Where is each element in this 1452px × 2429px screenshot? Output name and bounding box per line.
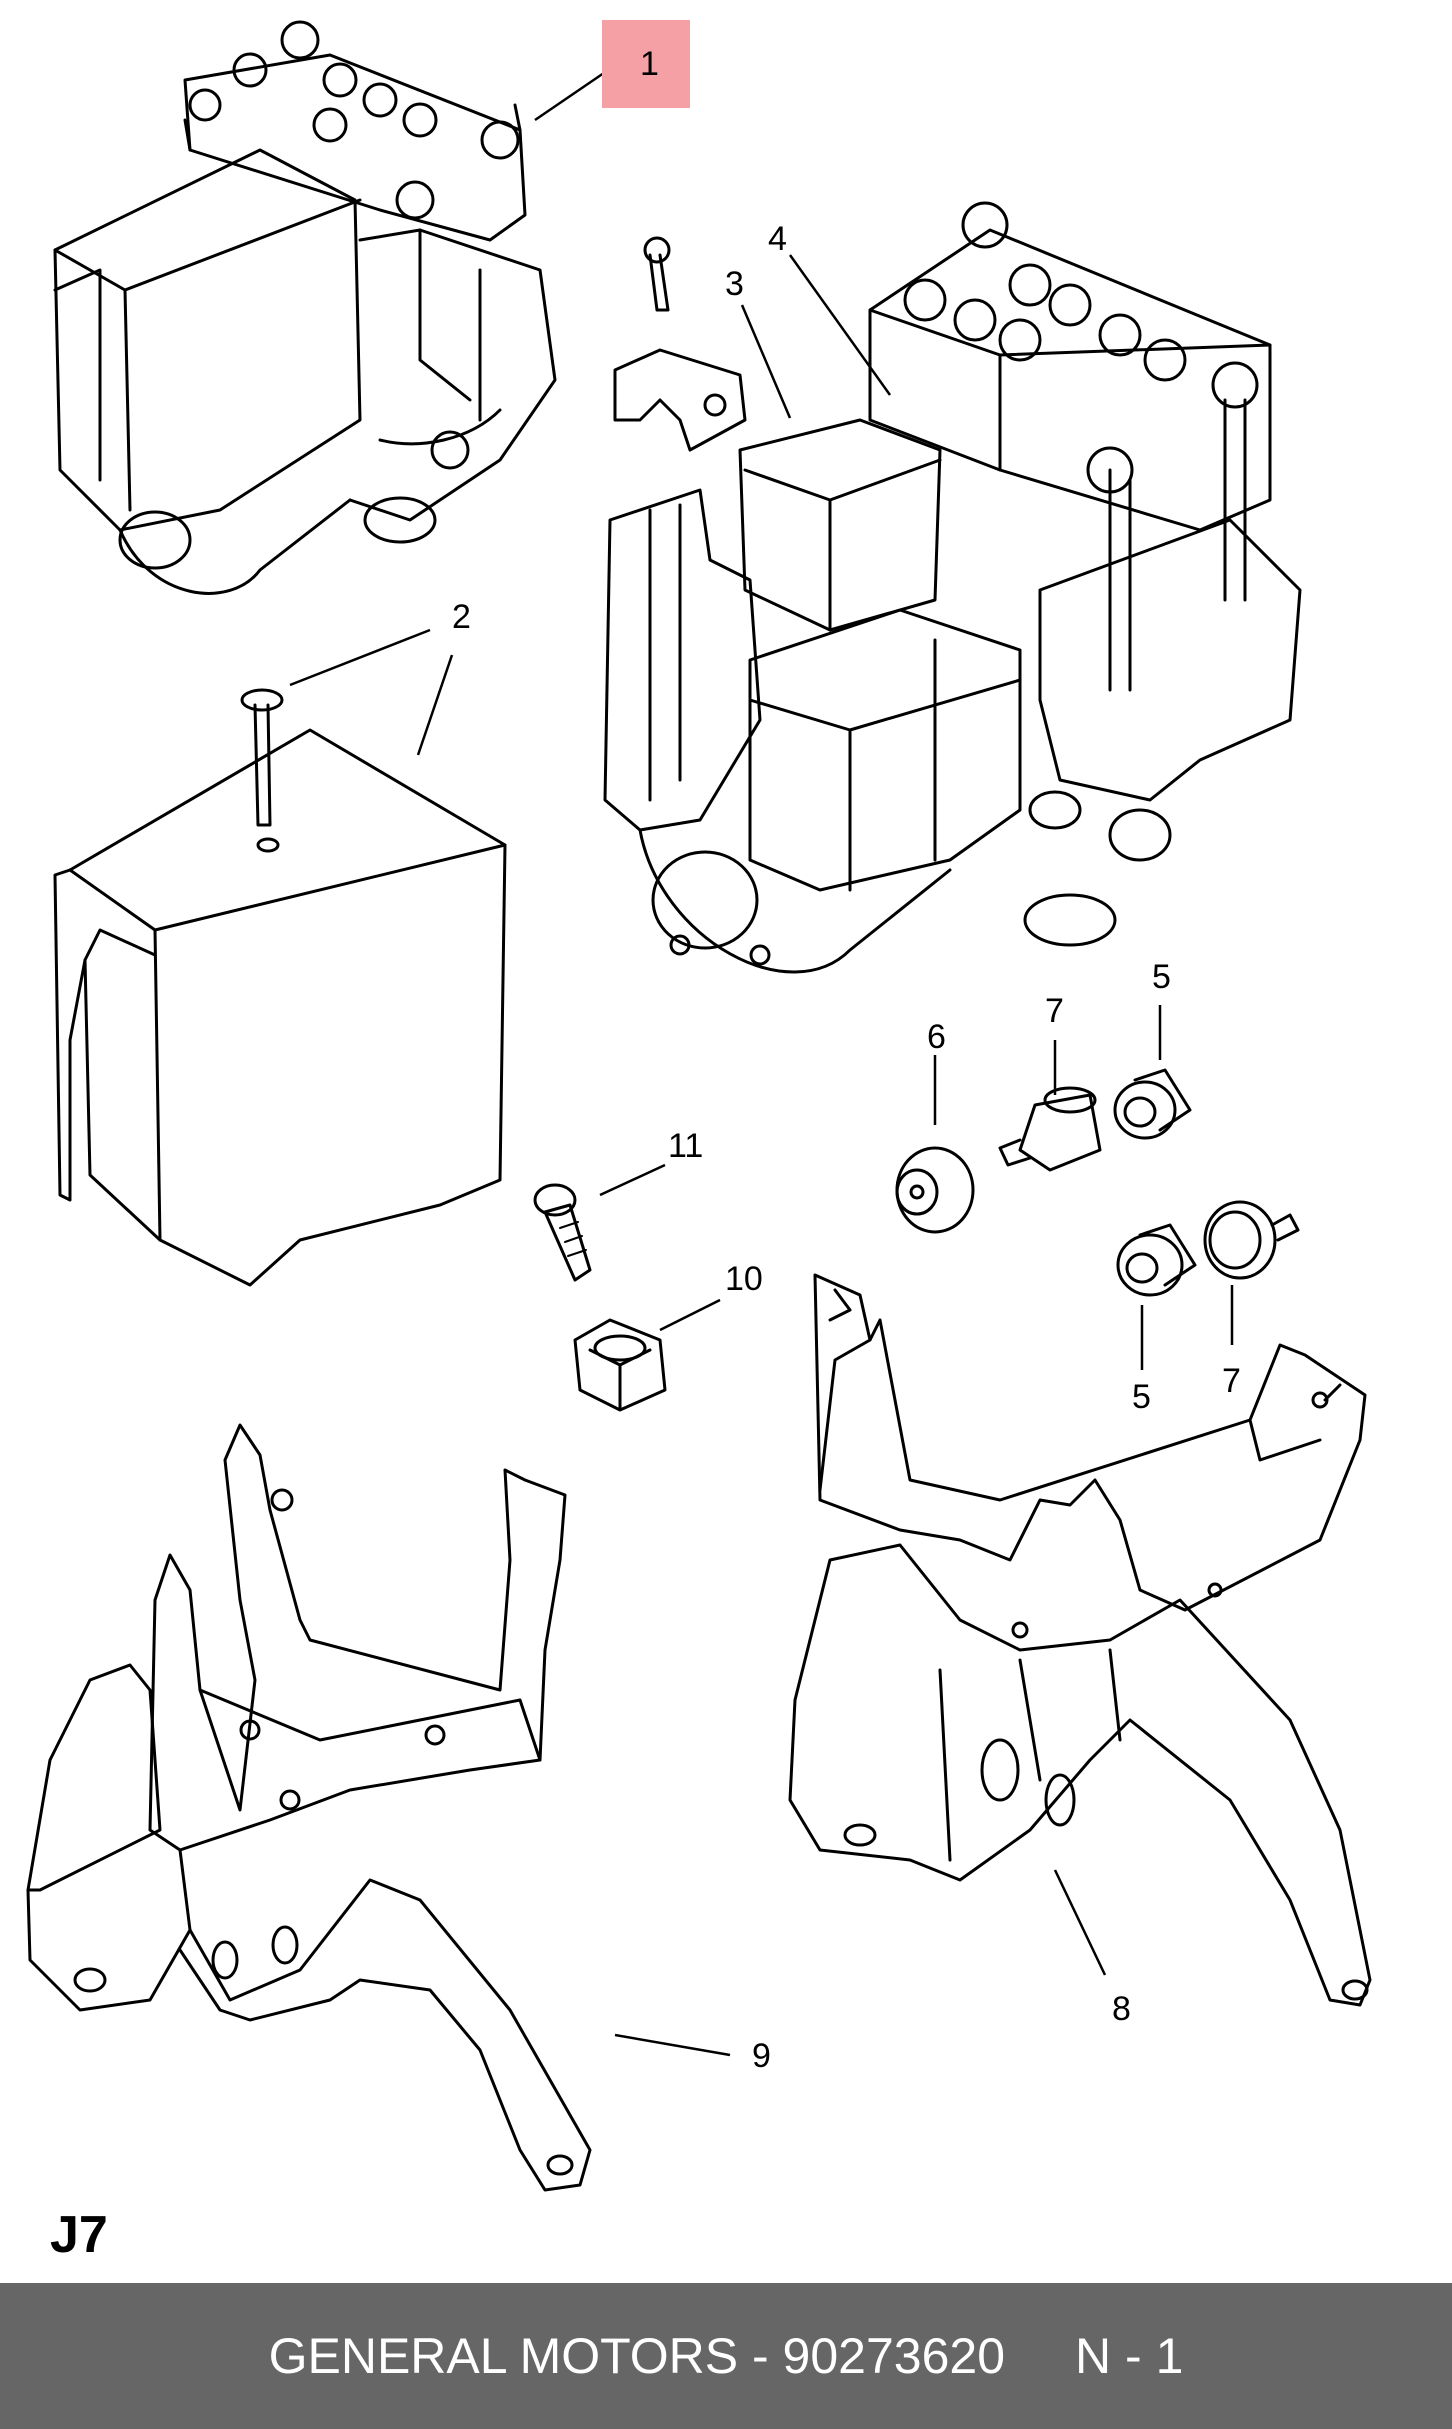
callout-9: 9 (752, 2037, 771, 2075)
part-abs-unit-main (603, 201, 1302, 974)
part-clip-nut-10 (573, 1318, 667, 1412)
footer-part-number: GENERAL MOTORS - 90273620 (268, 2328, 1006, 2384)
part-bolt-11 (533, 1183, 592, 1282)
callout-3: 3 (725, 265, 744, 303)
callout-8: 8 (1112, 1990, 1131, 2028)
leader-2b (416, 654, 454, 756)
part-stud-mount-7b (1203, 1200, 1300, 1280)
part-stud-mount-7a (998, 1086, 1102, 1172)
leader-4 (788, 254, 892, 396)
part-abs-modulator-top (53, 20, 557, 595)
callout-4: 4 (768, 220, 787, 258)
callout-1: 1 (640, 45, 659, 83)
leader-9 (614, 2033, 731, 2057)
page-code: J7 (50, 2206, 108, 2264)
footer-quantity: N - 1 (1075, 2328, 1184, 2384)
part-bushing-6 (895, 1146, 975, 1234)
leader-3 (740, 304, 792, 419)
callout-7a: 7 (1045, 992, 1064, 1030)
callout-labels: 1 2 3 4 5 5 6 7 7 8 9 10 11 (452, 20, 1241, 2075)
callout-5a: 5 (1152, 958, 1171, 996)
callout-5b: 5 (1132, 1378, 1151, 1416)
callout-11: 11 (668, 1127, 703, 1165)
callout-10: 10 (725, 1260, 763, 1298)
part-bracket-9 (26, 1423, 592, 2192)
leader-8 (1053, 1869, 1107, 1976)
leader-10 (659, 1298, 721, 1332)
callout-2: 2 (452, 598, 471, 636)
part-bushing-5b (1116, 1223, 1197, 1297)
part-bushing-5a (1113, 1068, 1192, 1140)
callout-7b: 7 (1222, 1362, 1241, 1400)
leader-2a (289, 628, 431, 687)
footer-bar: GENERAL MOTORS - 90273620 N - 1 (0, 2283, 1452, 2429)
parts-diagram: 1 2 3 4 5 5 6 7 7 8 9 10 11 (26, 20, 1372, 2192)
part-bracket-8 (788, 1273, 1372, 2007)
callout-6: 6 (927, 1018, 946, 1056)
leader-lines (289, 60, 1234, 2057)
callout-1-highlight (602, 20, 690, 108)
part-cover (53, 688, 507, 1287)
leader-11 (599, 1163, 666, 1197)
